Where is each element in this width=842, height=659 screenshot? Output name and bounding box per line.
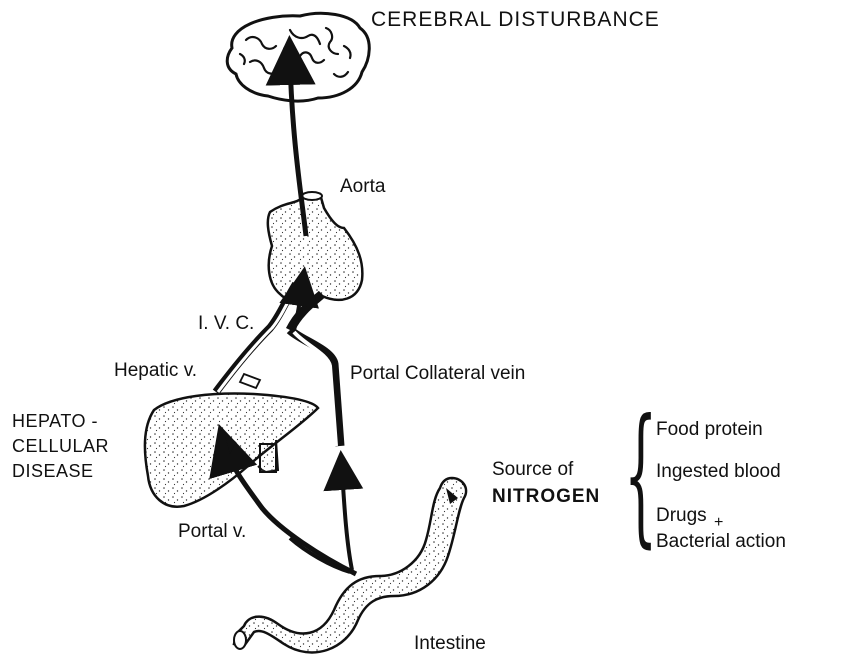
sources-brace: {	[624, 400, 657, 550]
intestine-label: Intestine	[414, 634, 486, 655]
source-drugs: Drugs	[656, 506, 707, 527]
hepatocellular-label-line3: DISEASE	[12, 462, 94, 482]
flow-arrows	[224, 60, 458, 574]
hepatocellular-label-line1: HEPATO -	[12, 412, 98, 432]
source-food-protein: Food protein	[656, 420, 763, 441]
source-of-label: Source of	[492, 460, 573, 481]
portal-collateral-vein-label: Portal Collateral vein	[350, 364, 525, 385]
hepatocellular-label-line2: CELLULAR	[12, 437, 109, 457]
hepatic-vein	[216, 284, 298, 392]
brain-illustration	[227, 13, 369, 101]
hepatic-vein-label: Hepatic v.	[114, 361, 197, 382]
portal-vein-label: Portal v.	[178, 522, 246, 543]
nitrogen-label: NITROGEN	[492, 487, 600, 508]
source-ingested-blood: Ingested blood	[656, 462, 781, 483]
source-bacterial-action: Bacterial action	[656, 532, 786, 553]
heart-illustration	[268, 192, 363, 303]
source-plus-sign: +	[714, 514, 723, 532]
cerebral-disturbance-label: CEREBRAL DISTURBANCE	[371, 8, 660, 31]
aorta-label: Aorta	[340, 177, 385, 198]
ivc-label: I. V. C.	[198, 314, 254, 335]
